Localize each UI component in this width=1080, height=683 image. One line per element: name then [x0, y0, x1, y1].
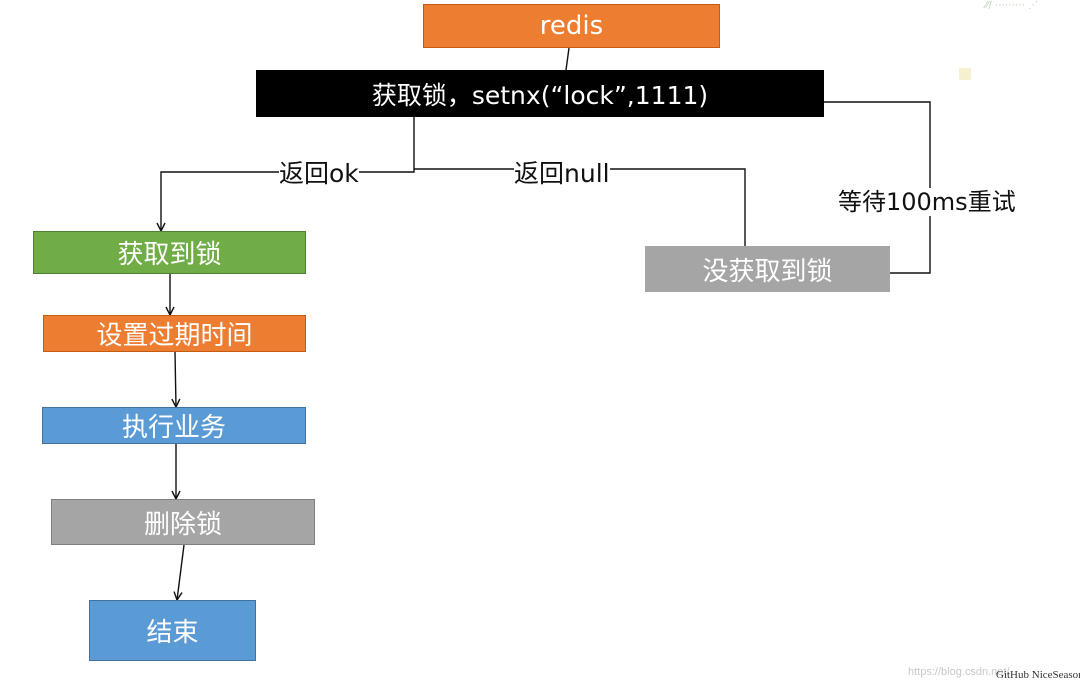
edge-delete-end [177, 544, 185, 600]
edge-set-do [175, 351, 176, 407]
no-lock-node: 没获取到锁 [645, 246, 890, 292]
watermark-url: https://blog.csdn.net/ [908, 666, 1010, 678]
faint-corner-text: ⁄⁄∕ ⋯⋯⋯ ⋰ [985, 0, 1039, 11]
faint-corner-mark [959, 68, 971, 80]
edge-retry-loop [824, 101, 931, 274]
return-ok-label: 返回ok [279, 159, 359, 188]
do-business-node: 执行业务 [42, 407, 306, 444]
delete-lock-node: 删除锁 [51, 499, 315, 545]
got-lock-node: 获取到锁 [33, 231, 306, 274]
retry-label: 等待100ms重试 [838, 188, 1016, 216]
watermark-credit: GitHub NiceSeason [996, 669, 1080, 681]
edge-redis-acquire [565, 47, 570, 71]
redis-node: redis [423, 4, 720, 48]
end-node: 结束 [89, 600, 256, 661]
acquire-lock-node: 获取锁，setnx(“lock”,1111) [256, 70, 824, 117]
return-null-label: 返回null [514, 159, 610, 188]
set-expire-node: 设置过期时间 [43, 315, 306, 352]
